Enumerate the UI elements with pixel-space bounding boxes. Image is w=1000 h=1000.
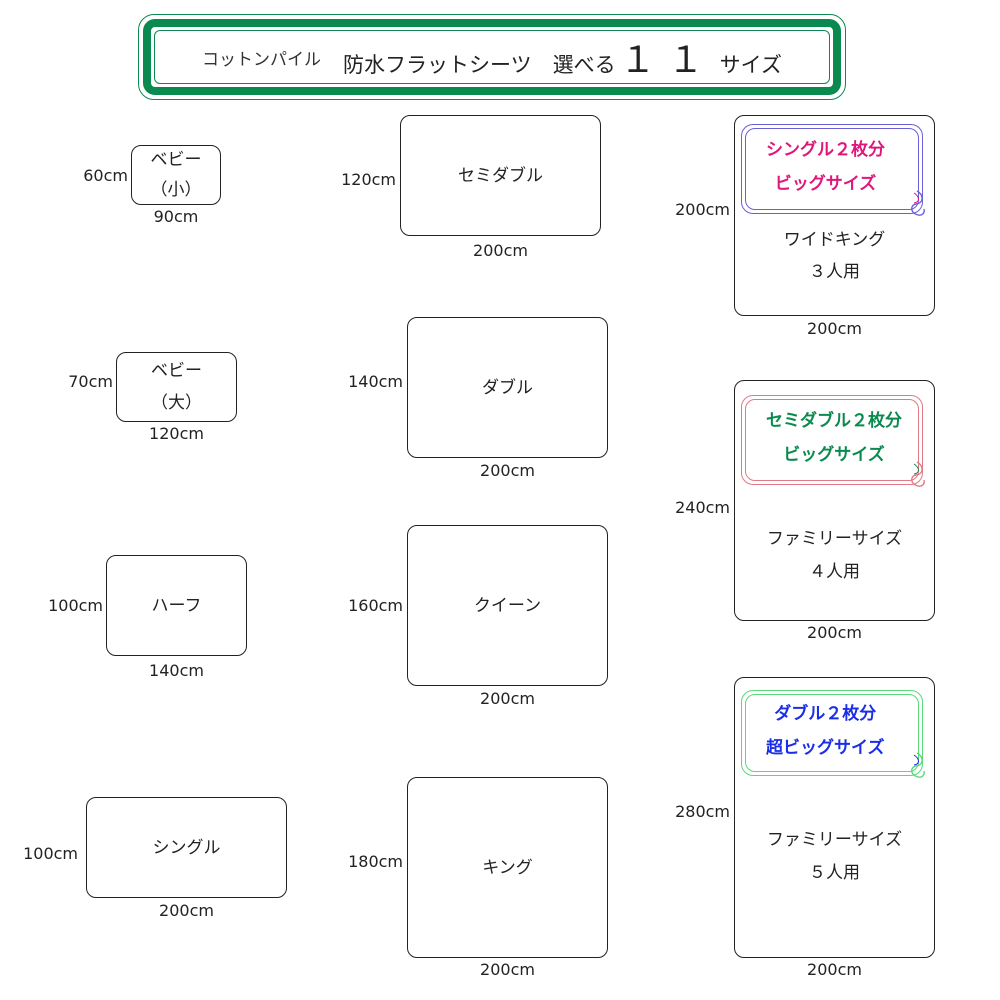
size-subname: （小） (150, 180, 202, 200)
width-label-double: 200cm (480, 461, 535, 480)
callout-inner-border (745, 399, 919, 481)
width-label-family-4: 200cm (807, 623, 862, 642)
callout-text: シングル２枚分 ビッグサイズ (766, 133, 885, 201)
size-box-wide-king: シングル２枚分 ビッグサイズ ワイドキング ３人用 (734, 115, 935, 316)
curl-ornament-icon (911, 752, 925, 778)
size-name: ファミリーサイズ (766, 529, 903, 549)
callout-line1: セミダブル２枚分 (766, 411, 902, 431)
size-box-queen: クイーン (407, 525, 608, 686)
size-box-family-5: ダブル２枚分 超ビッグサイズ ファミリーサイズ ５人用 (734, 677, 935, 958)
size-name: セミダブル (458, 165, 543, 186)
callout-family-5: ダブル２枚分 超ビッグサイズ (741, 690, 925, 778)
width-label-king: 200cm (480, 960, 535, 979)
height-label-baby-large: 70cm (68, 372, 113, 391)
size-box-half: ハーフ (106, 555, 247, 656)
size-name: ベビー (151, 361, 202, 381)
callout-wide-king: シングル２枚分 ビッグサイズ (741, 124, 925, 216)
curl-ornament-icon (911, 190, 925, 216)
banner-suffix: サイズ (719, 53, 782, 77)
height-label-baby-small: 60cm (83, 166, 128, 185)
size-name: ダブル (482, 377, 533, 398)
banner-title: 防水フラットシーツ 選べる (343, 53, 616, 77)
width-label-semi-double: 200cm (473, 241, 528, 260)
size-box-double: ダブル (407, 317, 608, 458)
callout-line2: ビッグサイズ (783, 445, 885, 465)
size-name: クイーン (473, 595, 542, 616)
height-label-semi-double: 120cm (341, 170, 396, 189)
width-label-family-5: 200cm (807, 960, 862, 979)
height-label-wide-king: 200cm (675, 200, 730, 219)
size-subname: ５人用 (809, 863, 860, 883)
height-label-double: 140cm (348, 372, 403, 391)
height-label-family-4: 240cm (675, 498, 730, 517)
height-label-family-5: 280cm (675, 802, 730, 821)
width-label-half: 140cm (149, 661, 204, 680)
width-label-wide-king: 200cm (807, 319, 862, 338)
size-box-family-4: セミダブル２枚分 ビッグサイズ ファミリーサイズ ４人用 (734, 380, 935, 621)
size-box-baby-small: ベビー （小） (131, 145, 221, 205)
size-box-king: キング (407, 777, 608, 958)
callout-line2: 超ビッグサイズ (766, 738, 885, 758)
banner-count: １１ (619, 40, 716, 81)
size-subname: （大） (151, 393, 202, 413)
size-subname: ４人用 (809, 562, 860, 582)
size-box-baby-large: ベビー （大） (116, 352, 237, 422)
size-name: シングル (152, 837, 221, 858)
size-subname: ３人用 (809, 262, 860, 282)
curl-ornament-icon (911, 461, 925, 487)
width-label-single: 200cm (159, 901, 214, 920)
size-box-semi-double: セミダブル (400, 115, 601, 236)
width-label-queen: 200cm (480, 689, 535, 708)
callout-inner-border (745, 128, 919, 210)
callout-inner-border (745, 694, 919, 772)
callout-text: ダブル２枚分 超ビッグサイズ (766, 697, 885, 765)
callout-line2: ビッグサイズ (774, 174, 877, 194)
height-label-king: 180cm (348, 852, 403, 871)
callout-line1: ダブル２枚分 (774, 704, 877, 724)
height-label-queen: 160cm (348, 596, 403, 615)
width-label-baby-large: 120cm (149, 424, 204, 443)
size-box-single: シングル (86, 797, 287, 898)
height-label-single: 100cm (23, 844, 78, 863)
size-name: ベビー (150, 150, 202, 170)
height-label-half: 100cm (48, 596, 103, 615)
banner-prefix: コットンパイル (202, 49, 321, 70)
size-name: ファミリーサイズ (766, 830, 903, 850)
callout-family-4: セミダブル２枚分 ビッグサイズ (741, 395, 925, 487)
size-name: ハーフ (151, 595, 202, 616)
size-name: キング (482, 857, 533, 878)
callout-text: セミダブル２枚分 ビッグサイズ (766, 404, 902, 472)
callout-line1: シングル２枚分 (766, 140, 885, 160)
width-label-baby-small: 90cm (153, 207, 199, 226)
size-name: ワイドキング (783, 230, 886, 250)
